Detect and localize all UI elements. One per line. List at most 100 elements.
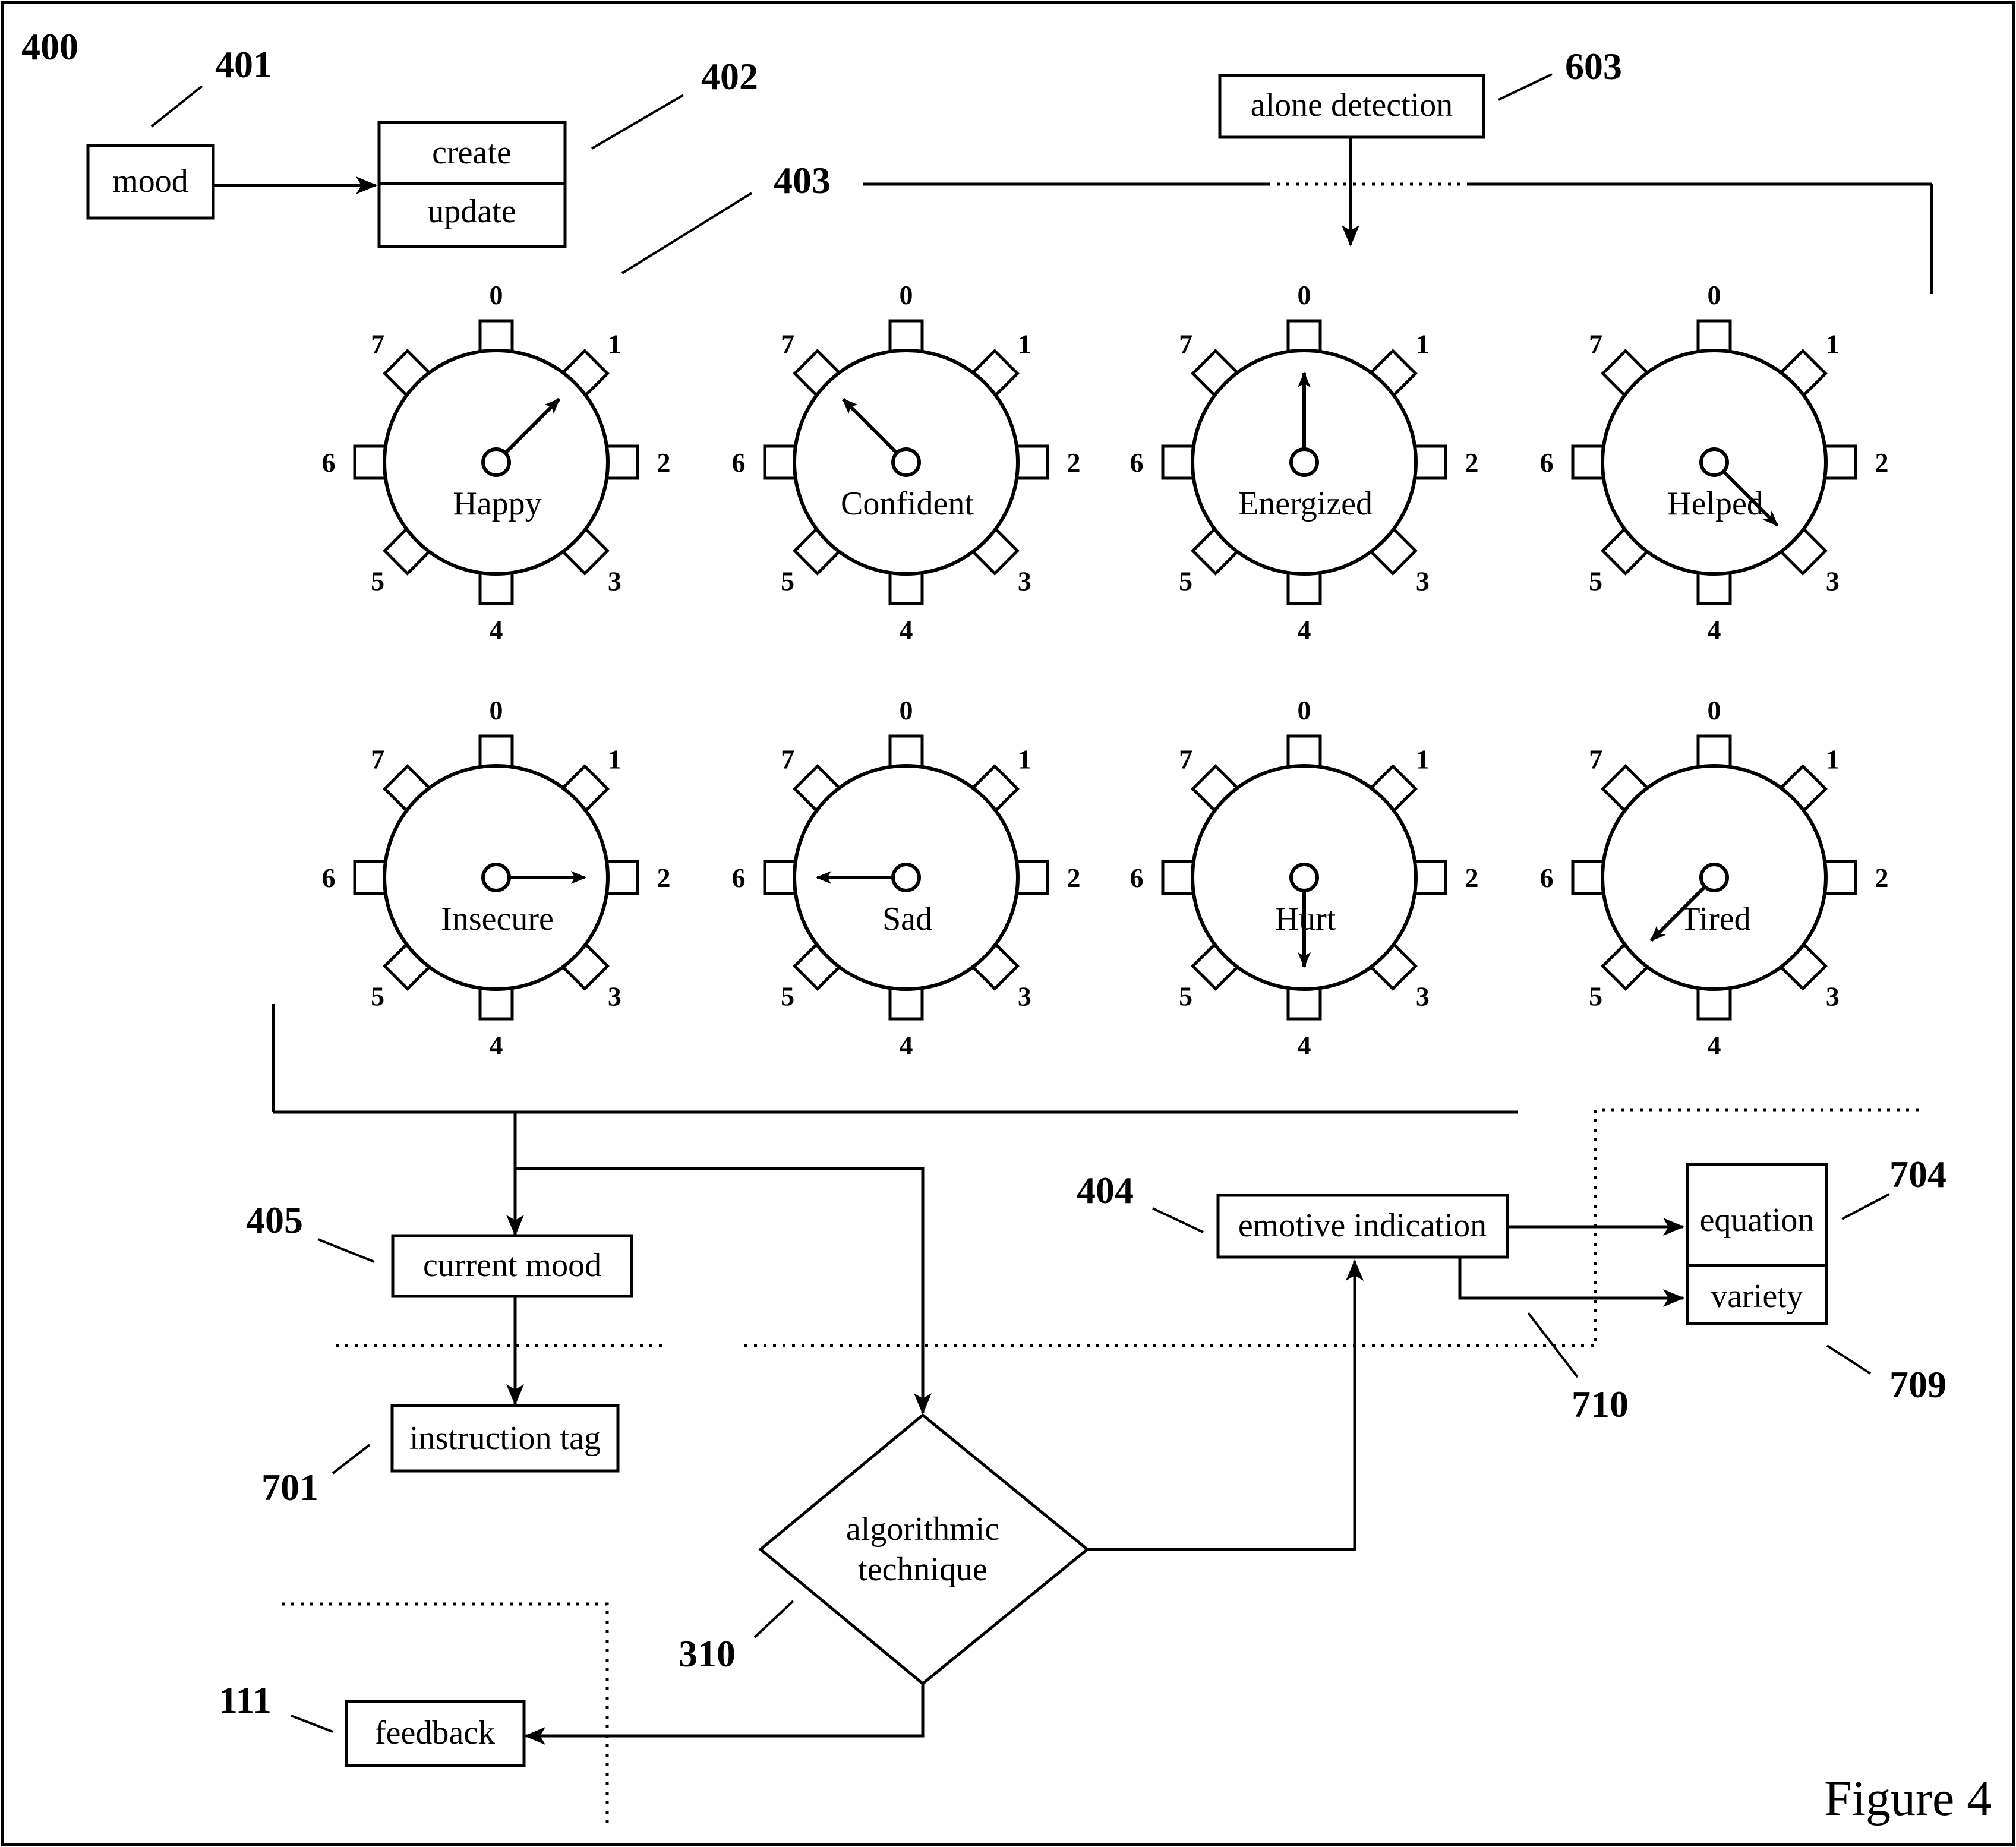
dial-position-label: 3: [608, 566, 621, 596]
emotive-indication-label: emotive indication: [1238, 1207, 1487, 1244]
dial-position-label: 2: [657, 863, 671, 893]
dial-position-label: 6: [732, 447, 746, 478]
create-label: create: [432, 134, 512, 171]
leader-310: [753, 1600, 794, 1638]
dial-position-label: 7: [1179, 329, 1192, 359]
dial-position-label: 0: [490, 695, 503, 725]
dial-position-label: 7: [1179, 744, 1192, 775]
dial-label-sad: Sad: [882, 901, 932, 937]
dial-position-label: 4: [490, 1030, 503, 1060]
dial-position-label: 3: [1416, 981, 1430, 1011]
dial-label-hurt: Hurt: [1275, 901, 1336, 937]
leader-403: [621, 192, 753, 274]
dial-label-confident: Confident: [841, 485, 974, 522]
dial-position-label: 1: [1826, 329, 1840, 359]
dial-hub: [481, 863, 511, 892]
dial-position-label: 7: [371, 329, 384, 359]
leader-405: [317, 1238, 375, 1263]
leader-710: [1527, 1312, 1579, 1378]
dial-pointer: [504, 397, 561, 454]
ref-704: 704: [1889, 1153, 1946, 1195]
dial-hub: [481, 447, 511, 477]
dial-position-label: 3: [1018, 981, 1031, 1011]
dial-position-label: 6: [1540, 447, 1554, 478]
dial-position-label: 3: [1416, 566, 1430, 596]
ref-310: 310: [679, 1633, 736, 1675]
leader-401: [150, 85, 203, 128]
dial-position-label: 4: [900, 615, 913, 645]
instruction-tag-box: [390, 1404, 620, 1473]
dial-position-label: 0: [1708, 280, 1721, 310]
ref-701: 701: [261, 1466, 318, 1508]
figure-number: 400: [21, 26, 78, 68]
ref-603: 603: [1565, 45, 1622, 87]
current-mood-label: current mood: [423, 1247, 601, 1284]
dial-label-tired: Tired: [1680, 901, 1750, 937]
dial-position-label: 4: [1708, 1030, 1721, 1060]
ref-710: 710: [1572, 1383, 1629, 1425]
alone-detection-label: alone detection: [1251, 87, 1453, 124]
dial-position-label: 4: [490, 615, 503, 645]
dial-position-label: 6: [732, 863, 746, 893]
dial-position-label: 2: [657, 447, 671, 478]
dial-hub: [891, 447, 921, 477]
dial-position-label: 5: [1179, 981, 1192, 1011]
algorithmic-label-line2: technique: [858, 1551, 988, 1588]
dial-position-label: 0: [1708, 695, 1721, 725]
dial-label-energized: Energized: [1238, 485, 1373, 522]
dial-position-label: 6: [322, 863, 336, 893]
ref-709: 709: [1889, 1363, 1946, 1406]
dial-label-happy: Happy: [453, 485, 541, 522]
algorithm-to-feedback-arrow: [524, 1684, 925, 1745]
dial-position-label: 1: [1826, 744, 1840, 775]
dial-position-label: 5: [1179, 566, 1192, 596]
dial-pointer: [1649, 885, 1706, 942]
dial-position-label: 3: [608, 981, 621, 1011]
algorithmic-technique-diamond: [758, 1413, 1090, 1686]
ref-403: 403: [774, 159, 831, 201]
dial-position-label: 0: [490, 280, 503, 310]
dial-position-label: 1: [608, 744, 621, 775]
dial-label-helped: Helped: [1667, 485, 1763, 522]
leader-402: [591, 94, 684, 150]
update-label: update: [427, 193, 516, 230]
leader-603: [1498, 73, 1553, 101]
dial-position-label: 1: [608, 329, 621, 359]
dial-position-label: 1: [1018, 744, 1031, 775]
dial-position-label: 7: [371, 744, 384, 775]
algorithm-to-emotive-arrow: [1087, 1259, 1364, 1551]
leader-701: [332, 1444, 371, 1475]
dial-position-label: 0: [900, 280, 913, 310]
dial-position-label: 3: [1826, 566, 1840, 596]
ref-404: 404: [1077, 1169, 1134, 1211]
dial-position-label: 0: [1298, 280, 1311, 310]
dial-position-label: 5: [781, 981, 794, 1011]
mood-dials: 01234567Happy01234567Confident01234567En…: [322, 280, 1889, 1060]
dial-position-label: 7: [781, 329, 794, 359]
ref-111: 111: [219, 1679, 272, 1721]
dial-position-label: 6: [1130, 863, 1144, 893]
dial-position-label: 3: [1826, 981, 1840, 1011]
dial-position-label: 1: [1416, 744, 1430, 775]
dial-position-label: 4: [1298, 615, 1311, 645]
dial-position-label: 5: [781, 566, 794, 596]
dial-position-label: 1: [1416, 329, 1430, 359]
dial-position-label: 4: [1708, 615, 1721, 645]
dial-position-label: 7: [1589, 744, 1602, 775]
dial-position-label: 6: [322, 447, 336, 478]
feedback-box: [345, 1700, 526, 1767]
dial-position-label: 6: [1130, 447, 1144, 478]
equation-label: equation: [1700, 1202, 1815, 1239]
mood-label: mood: [112, 163, 188, 200]
dial-hub: [891, 863, 921, 892]
dial-position-label: 5: [371, 981, 384, 1011]
variety-label: variety: [1711, 1278, 1803, 1315]
ref-405: 405: [246, 1199, 303, 1241]
emotive-to-variety-arrow: [1458, 1257, 1684, 1307]
dial-pointer: [1722, 470, 1779, 527]
